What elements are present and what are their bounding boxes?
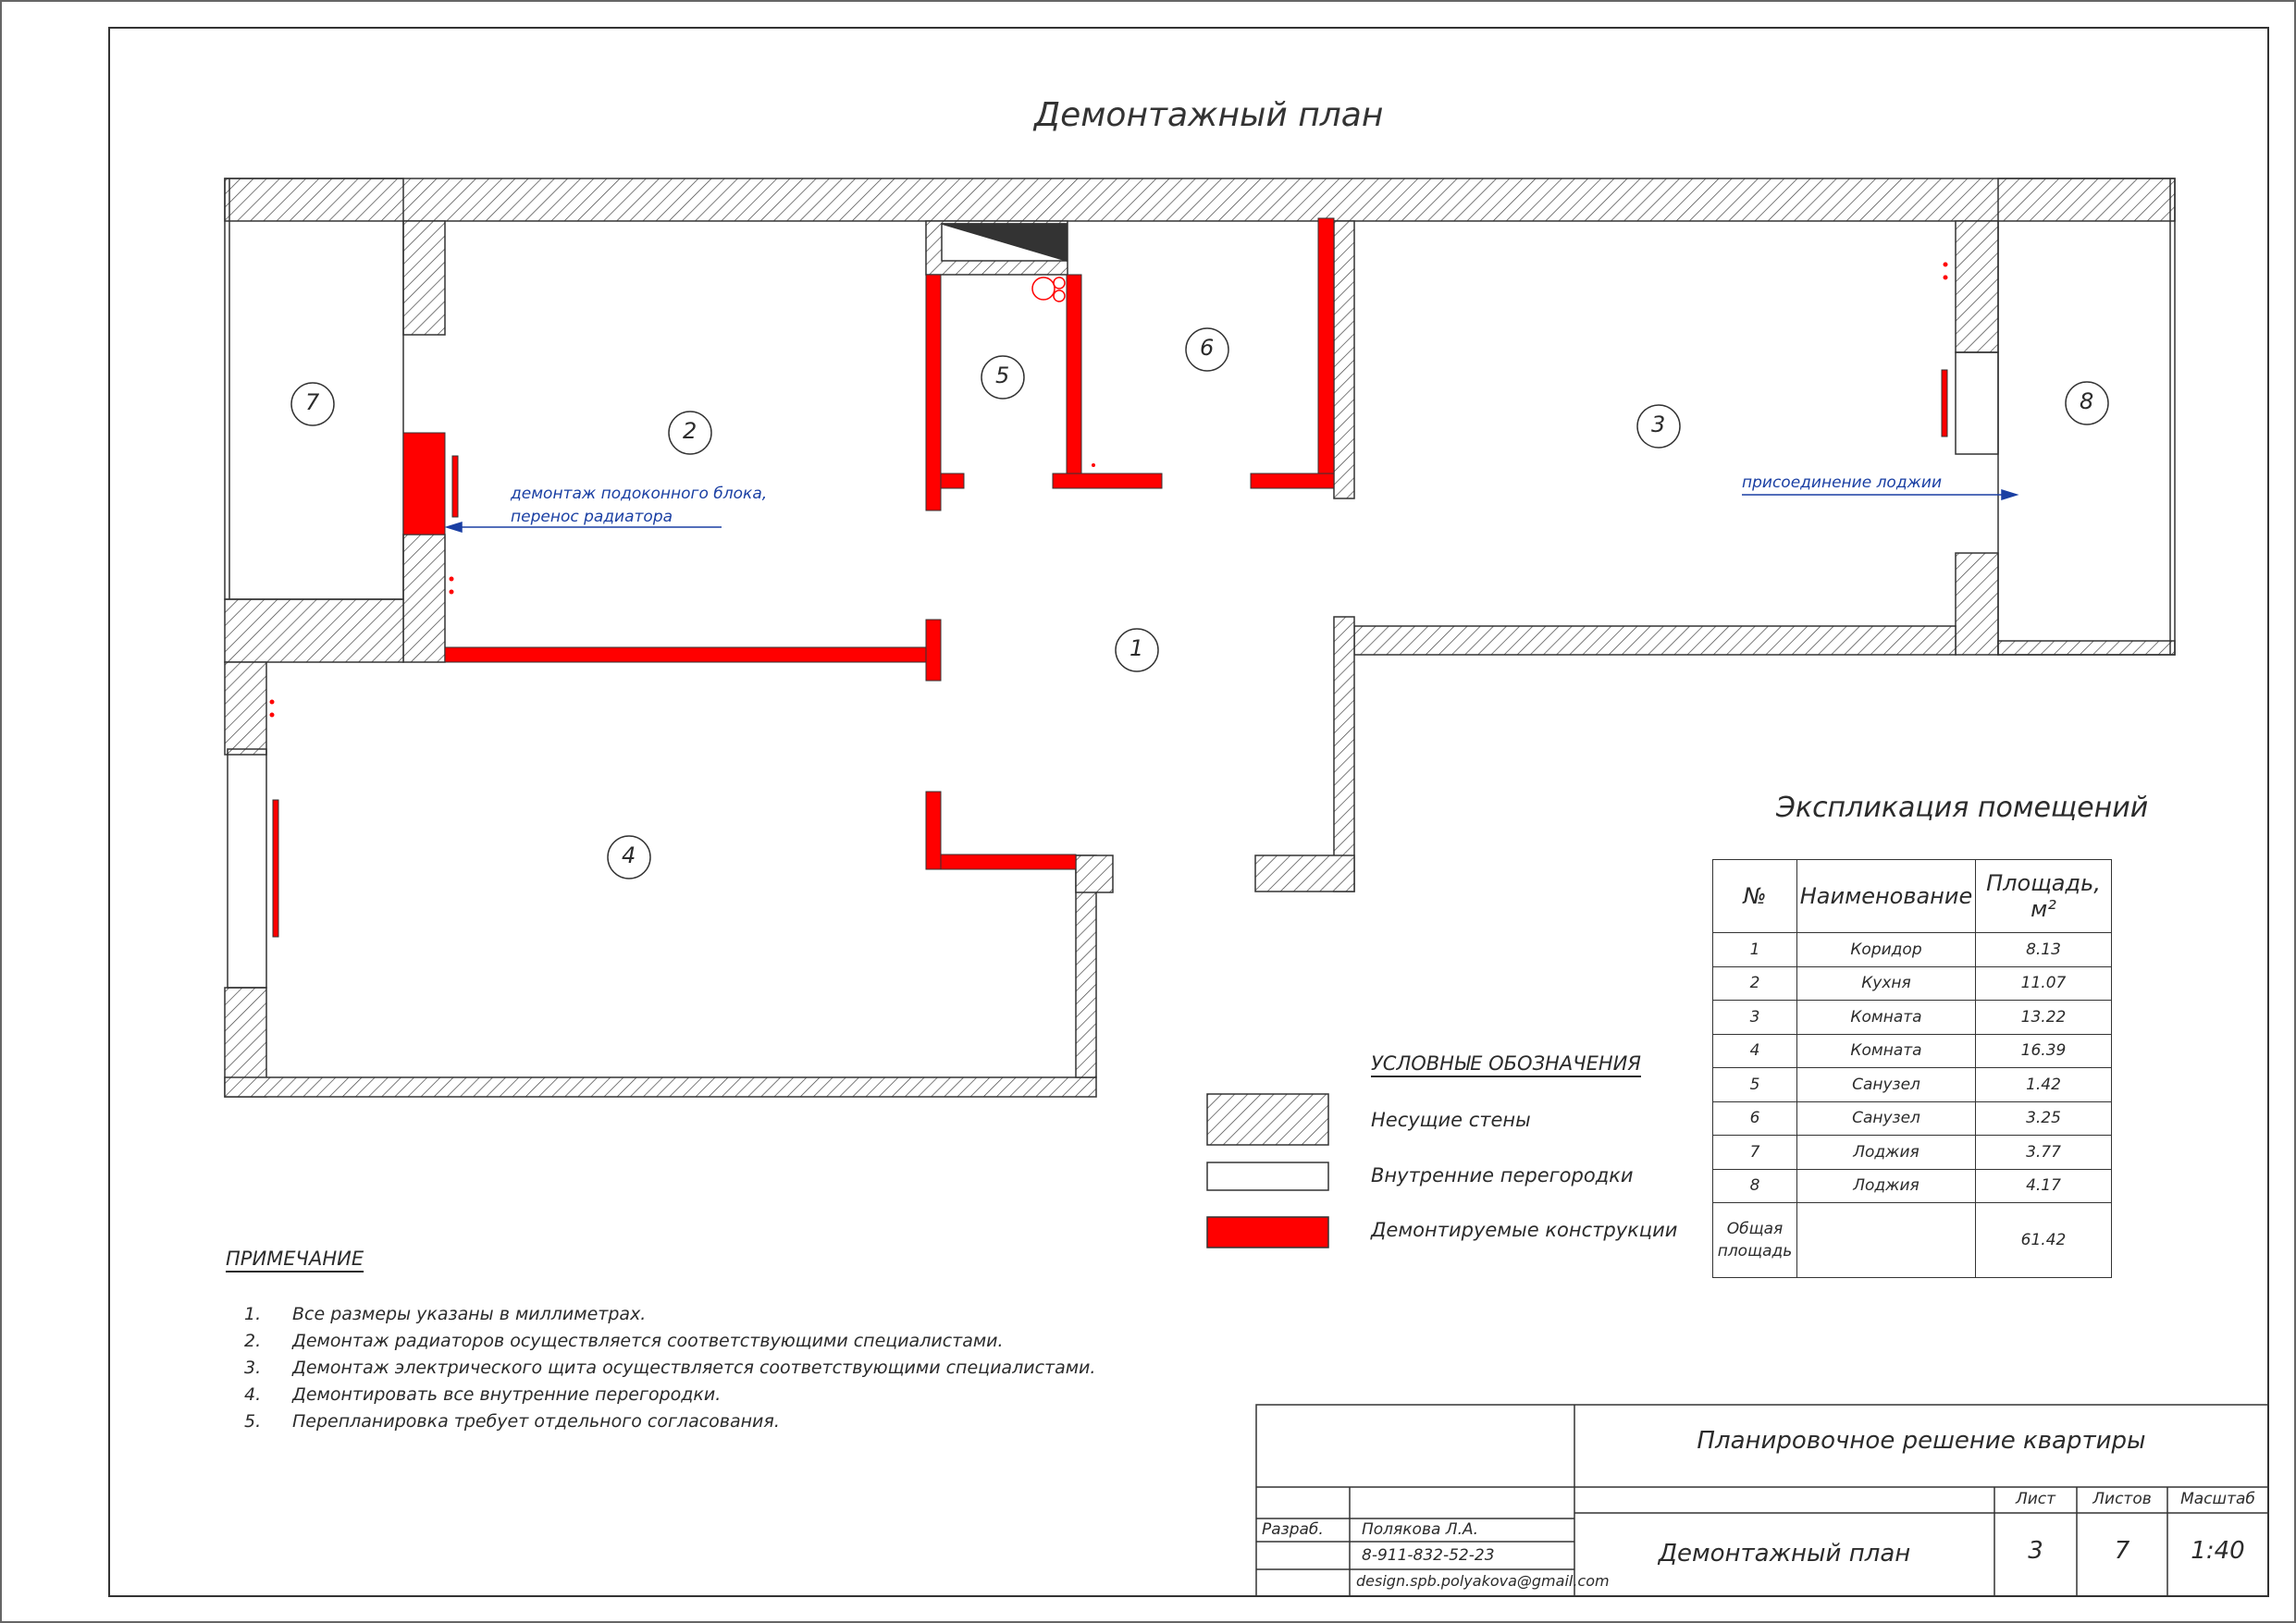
room-markers bbox=[290, 327, 2109, 879]
plumbing-fixtures bbox=[1031, 277, 1066, 302]
row-name: Комната bbox=[1796, 1000, 1976, 1035]
total-label: Общая площадь bbox=[1712, 1202, 1797, 1278]
row-name: Лоджия bbox=[1796, 1135, 1976, 1170]
total-empty bbox=[1796, 1202, 1976, 1278]
stamp-project: Планировочное решение квартиры bbox=[1697, 1427, 2146, 1455]
legend-label-demolished: Демонтируемые конструкции bbox=[1371, 1219, 1678, 1241]
sheet-frame bbox=[108, 27, 2269, 1597]
explication-title: Экспликация помещений bbox=[1776, 792, 2149, 824]
row-name: Санузел bbox=[1796, 1100, 1976, 1136]
room-number-4: 4 bbox=[622, 842, 636, 868]
note-number: 2. bbox=[244, 1331, 262, 1351]
row-name: Комната bbox=[1796, 1033, 1976, 1068]
note-text: Все размеры указаны в миллиметрах. bbox=[292, 1304, 647, 1324]
note-text: Демонтаж электрического щита осуществляе… bbox=[292, 1358, 1096, 1378]
header-area-line2: м² bbox=[2031, 896, 2056, 922]
demolished-structures bbox=[272, 217, 1948, 938]
note-text: Демонтаж радиаторов осуществляется соотв… bbox=[292, 1331, 1004, 1351]
room-number-5: 5 bbox=[995, 363, 1010, 388]
row-num: 4 bbox=[1712, 1033, 1797, 1068]
row-name: Санузел bbox=[1796, 1067, 1976, 1102]
row-area: 11.07 bbox=[1975, 965, 2112, 1001]
row-area: 16.39 bbox=[1975, 1033, 2112, 1068]
row-area: 4.17 bbox=[1975, 1168, 2112, 1203]
stamp-phone: 8-911-832-52-23 bbox=[1362, 1546, 1495, 1565]
stamp-sheets: 7 bbox=[2114, 1537, 2130, 1565]
annotation-loggia: присоединение лоджии bbox=[1742, 473, 1942, 492]
row-area: 3.25 bbox=[1975, 1100, 2112, 1136]
header-area-line1: Площадь, bbox=[1986, 870, 2101, 896]
note-number: 5. bbox=[244, 1411, 262, 1432]
total-label-line1: Общая bbox=[1726, 1220, 1784, 1238]
row-area: 13.22 bbox=[1975, 1000, 2112, 1035]
row-name: Кухня bbox=[1796, 965, 1976, 1001]
drawing-title: Демонтажный план bbox=[1034, 96, 1384, 134]
stamp-author: Полякова Л.А. bbox=[1362, 1520, 1479, 1539]
title-block-grid bbox=[1255, 1404, 2269, 1597]
room-number-1: 1 bbox=[1129, 635, 1144, 661]
legend-label-partitions: Внутренние перегородки bbox=[1371, 1164, 1634, 1187]
stamp-email: design.spb.polyakova@gmail.com bbox=[1356, 1572, 1610, 1590]
table-total-row: Общая площадь 61.42 bbox=[1712, 1202, 2112, 1278]
stamp-scale-label: Масштаб bbox=[2180, 1490, 2255, 1508]
stamp-scale: 1:40 bbox=[2191, 1537, 2245, 1565]
note-number: 1. bbox=[244, 1304, 262, 1324]
stamp-sheet-name: Демонтажный план bbox=[1658, 1540, 1911, 1568]
legend-title: УСЛОВНЫЕ ОБОЗНАЧЕНИЯ bbox=[1371, 1052, 1641, 1075]
row-area: 3.77 bbox=[1975, 1135, 2112, 1170]
note-number: 4. bbox=[244, 1384, 262, 1405]
total-area: 61.42 bbox=[1975, 1202, 2112, 1278]
stamp-role: Разраб. bbox=[1262, 1520, 1324, 1539]
row-num: 8 bbox=[1712, 1168, 1797, 1203]
header-num: № bbox=[1712, 859, 1797, 933]
row-name: Лоджия bbox=[1796, 1168, 1976, 1203]
row-num: 2 bbox=[1712, 965, 1797, 1001]
row-num: 1 bbox=[1712, 932, 1797, 967]
room-number-6: 6 bbox=[1200, 335, 1215, 361]
total-label-line2: площадь bbox=[1717, 1242, 1793, 1260]
note-text: Демонтировать все внутренние перегородки… bbox=[292, 1384, 722, 1405]
row-name: Коридор bbox=[1796, 932, 1976, 967]
header-area: Площадь,м² bbox=[1975, 859, 2112, 933]
room-number-7: 7 bbox=[305, 389, 320, 415]
row-area: 1.42 bbox=[1975, 1067, 2112, 1102]
notes-title: ПРИМЕЧАНИЕ bbox=[226, 1248, 364, 1270]
header-name: Наименование bbox=[1796, 859, 1976, 933]
annotation-leaders bbox=[444, 488, 2019, 534]
loggia-walls bbox=[224, 178, 2176, 989]
room-number-2: 2 bbox=[683, 418, 697, 444]
note-number: 3. bbox=[244, 1358, 262, 1378]
bearing-walls bbox=[224, 178, 2176, 1098]
stamp-sheet: 3 bbox=[2028, 1537, 2043, 1565]
room-number-3: 3 bbox=[1651, 412, 1666, 437]
row-num: 6 bbox=[1712, 1100, 1797, 1136]
annotation-sill-line2: перенос радиатора bbox=[511, 508, 673, 526]
row-num: 7 bbox=[1712, 1135, 1797, 1170]
room-areas bbox=[941, 223, 1068, 263]
row-num: 5 bbox=[1712, 1067, 1797, 1102]
annotation-sill-line1: демонтаж подоконного блока, bbox=[511, 485, 768, 503]
socket-marks bbox=[269, 262, 1948, 718]
room-number-8: 8 bbox=[2080, 388, 2094, 414]
legend-swatches bbox=[1206, 1093, 1329, 1248]
row-area: 8.13 bbox=[1975, 932, 2112, 967]
explication-header-row: № Наименование Площадь,м² bbox=[1712, 859, 2112, 933]
note-text: Перепланировка требует отдельного соглас… bbox=[292, 1411, 780, 1432]
stamp-sheets-label: Листов bbox=[2092, 1490, 2152, 1508]
stamp-sheet-label: Лист bbox=[2015, 1490, 2056, 1508]
row-num: 3 bbox=[1712, 1000, 1797, 1035]
legend-label-bearing: Несущие стены bbox=[1371, 1109, 1531, 1131]
